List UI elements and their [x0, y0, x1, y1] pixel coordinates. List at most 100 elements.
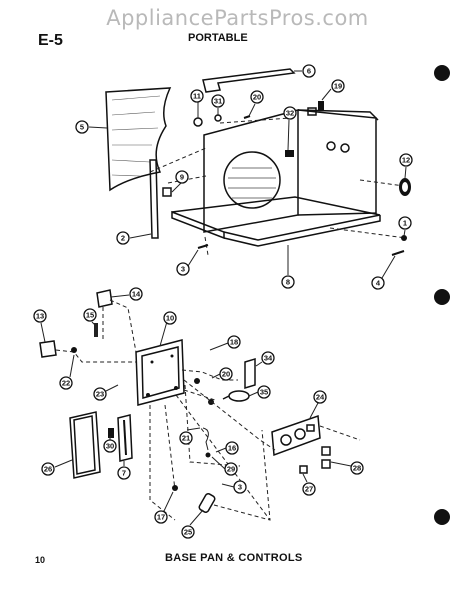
callout-13: 13	[33, 309, 47, 343]
callout-15: 15	[83, 308, 97, 326]
svg-text:20: 20	[222, 370, 230, 379]
svg-text:19: 19	[334, 82, 342, 91]
callout-14: 14	[110, 287, 143, 301]
svg-text:28: 28	[353, 464, 361, 473]
svg-text:6: 6	[307, 67, 311, 76]
svg-text:8: 8	[286, 278, 290, 287]
cover-plate-part	[69, 411, 101, 479]
svg-text:13: 13	[36, 312, 44, 321]
svg-text:23: 23	[96, 390, 104, 399]
gasket-strip-part	[149, 159, 159, 239]
watermark: AppliancePartsPros.com	[106, 6, 369, 30]
callout-8: 8	[281, 245, 295, 289]
diagram-id: E-5	[38, 32, 63, 49]
svg-text:24: 24	[316, 393, 325, 402]
callout-6: 6	[294, 64, 316, 78]
svg-text:21: 21	[182, 434, 190, 443]
callout-27: 27	[302, 473, 316, 496]
switch-part	[96, 289, 113, 308]
callout-32: 32	[283, 106, 297, 151]
svg-text:5: 5	[80, 123, 84, 132]
fan-opening	[223, 151, 281, 209]
control-box-part	[135, 339, 185, 406]
svg-text:7: 7	[122, 469, 126, 478]
svg-text:20: 20	[253, 93, 261, 102]
page-number: 10	[35, 555, 46, 565]
callout-34: 34	[255, 351, 275, 367]
side-panel-hatch	[111, 95, 161, 177]
svg-text:18: 18	[230, 338, 238, 347]
callout-7: 7	[117, 461, 131, 480]
svg-text:22: 22	[62, 379, 70, 388]
callout-12: 12	[399, 153, 413, 179]
capacitor-part	[244, 357, 256, 390]
callout-5: 5	[75, 120, 108, 134]
callout-24: 24	[309, 390, 327, 419]
callout-23: 23	[93, 384, 119, 401]
diagram-subtitle: PORTABLE	[188, 32, 248, 44]
svg-text:25: 25	[184, 528, 192, 537]
callout-9: 9	[171, 170, 189, 193]
callout-35: 35	[248, 385, 271, 399]
callout-10: 10	[159, 311, 177, 347]
svg-text:34: 34	[264, 354, 273, 363]
svg-text:1: 1	[403, 219, 407, 228]
callout-18: 18	[209, 335, 241, 351]
callout-26: 26	[41, 459, 73, 476]
svg-text:35: 35	[260, 388, 268, 397]
callout-3b: 3	[221, 480, 247, 494]
svg-text:17: 17	[157, 513, 165, 522]
base-pan-part	[171, 210, 225, 240]
diagram-caption: BASE PAN & CONTROLS	[165, 552, 303, 564]
svg-text:10: 10	[166, 314, 174, 323]
thermostat-part	[228, 390, 250, 402]
callout-3: 3	[176, 249, 199, 276]
terminal-block-part	[39, 340, 57, 358]
svg-text:12: 12	[402, 156, 410, 165]
svg-text:3: 3	[238, 483, 242, 492]
base-pan-front	[223, 215, 381, 247]
svg-text:15: 15	[86, 311, 94, 320]
callout-19: 19	[321, 79, 345, 101]
callout-30: 30	[103, 436, 117, 453]
callout-31: 31	[211, 94, 225, 116]
callout-28: 28	[330, 461, 364, 475]
svg-text:26: 26	[44, 465, 52, 474]
callout-11: 11	[190, 89, 204, 118]
svg-text:30: 30	[106, 442, 114, 451]
callout-17: 17	[154, 491, 174, 524]
callout-16: 16	[215, 441, 239, 455]
side-panel-part	[105, 87, 172, 192]
binder-hole-middle	[434, 289, 450, 305]
callout-20b: 20	[211, 367, 233, 381]
fan-louvers	[228, 167, 276, 199]
callout-25: 25	[181, 509, 204, 539]
svg-text:16: 16	[228, 444, 236, 453]
svg-text:27: 27	[305, 485, 313, 494]
svg-text:4: 4	[376, 279, 381, 288]
callout-4: 4	[371, 255, 396, 290]
bracket-part	[117, 414, 133, 462]
svg-text:2: 2	[121, 234, 125, 243]
binder-hole-bottom	[434, 509, 450, 525]
svg-text:32: 32	[286, 109, 294, 118]
cabinet-side-panel	[297, 109, 377, 216]
binder-hole-top	[434, 65, 450, 81]
svg-text:14: 14	[132, 290, 141, 299]
svg-text:11: 11	[193, 92, 201, 101]
top-strip-part	[202, 68, 296, 93]
bracket-part	[307, 107, 317, 116]
svg-text:31: 31	[214, 97, 222, 106]
callout-2: 2	[116, 231, 152, 245]
callout-22: 22	[59, 354, 75, 390]
callout-21: 21	[179, 427, 201, 445]
svg-text:9: 9	[180, 173, 184, 182]
control-panel-part	[271, 414, 321, 457]
svg-text:29: 29	[227, 465, 235, 474]
callout-1: 1	[398, 216, 412, 237]
callout-20: 20	[248, 90, 264, 117]
cabinet-top-edge	[297, 109, 379, 121]
svg-text:3: 3	[181, 265, 185, 274]
